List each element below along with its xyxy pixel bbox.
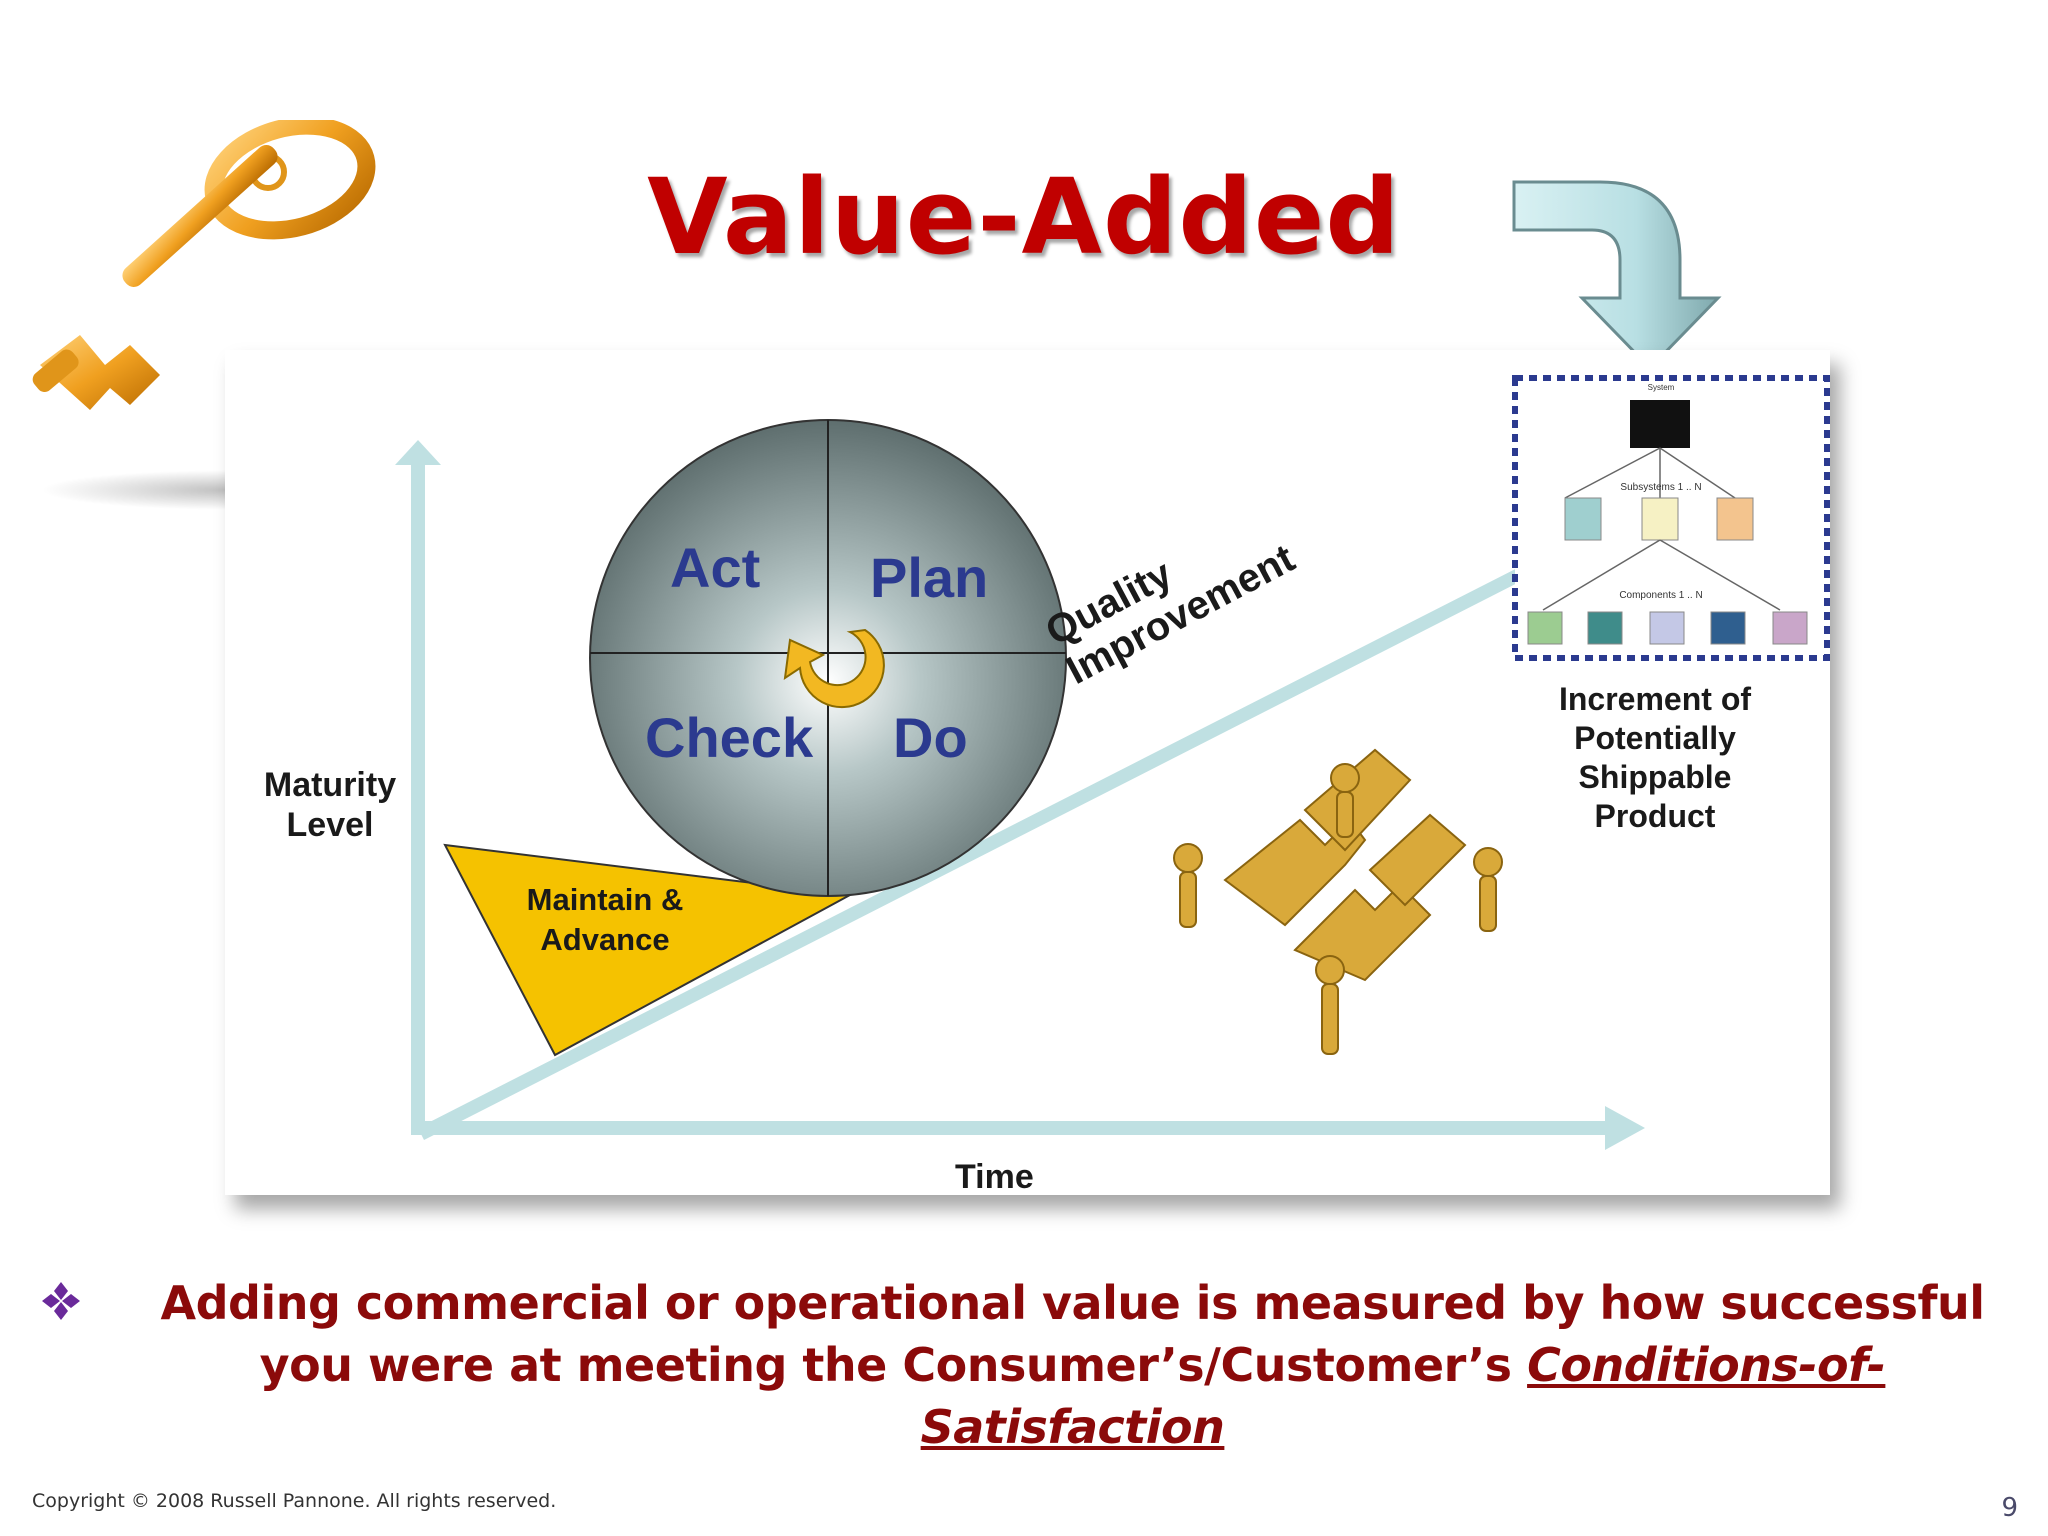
product-hierarchy-box: System Subsystems 1 .. N Components 1 ..… [1512,375,1830,661]
component-block [1527,611,1563,645]
y-axis-label: Maturity Level [263,766,397,844]
maintain-advance-wedge [443,843,854,1057]
page-number: 9 [2001,1493,2018,1523]
increment-label: Increment of Potentially Shippable Produ… [1558,681,1752,834]
pdca-sphere [589,419,1067,897]
hierarchy-top-label: System [1648,383,1675,392]
subsystem-block [1641,497,1679,541]
subsystem-block [1564,497,1602,541]
x-axis-label: Time [955,1158,1034,1196]
subsystem-block [1716,497,1754,541]
pdca-do-label: Do [893,706,968,769]
copyright-notice: Copyright © 2008 Russell Pannone. All ri… [32,1490,557,1512]
diagram-graphics: System Subsystems 1 .. N Components 1 ..… [395,375,1830,1150]
component-block [1772,611,1808,645]
component-block [1587,611,1623,645]
bullet-point: Adding commercial or operational value i… [40,1272,2030,1458]
system-block [1630,400,1690,448]
slide-title: Value-Added [647,156,1401,278]
pdca-act-label: Act [670,536,761,599]
key-icon [32,120,376,410]
component-block [1710,611,1746,645]
curved-arrow-icon [1512,180,1722,370]
diamond-bullet-icon [42,1282,80,1320]
bullet-text: Adding commercial or operational value i… [115,1272,2030,1458]
conditions-of-satisfaction-emphasis: Conditions-of-Satisfaction [920,1338,1886,1454]
diagram-panel: System Subsystems 1 .. N Components 1 ..… [225,350,1830,1196]
component-block [1649,611,1685,645]
bullet-text-main: Adding commercial or operational value i… [160,1276,1985,1392]
pdca-plan-label: Plan [870,546,989,609]
pdca-check-label: Check [645,706,814,769]
maintain-advance-label: Maintain & Advance [526,882,684,957]
hierarchy-bottom-label: Components 1 .. N [1619,590,1702,601]
hierarchy-middle-label: Subsystems 1 .. N [1620,482,1701,493]
axes [395,440,1645,1150]
puzzle-people-icon [1173,748,1503,1055]
cycle-arrow-icon [783,628,885,709]
